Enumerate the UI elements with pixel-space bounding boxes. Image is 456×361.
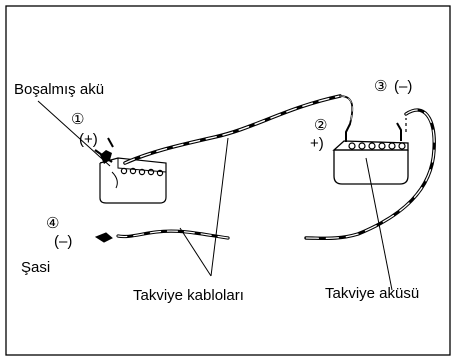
step-1-sign: (+) — [79, 131, 98, 148]
step-3-marker: ③ — [374, 78, 387, 95]
step-4-marker: ④ — [46, 215, 59, 232]
step-2-sign: +) — [310, 135, 324, 152]
discharged-battery-label: Boşalmış akü — [14, 81, 104, 98]
step-2-marker: ② — [314, 117, 327, 134]
step-3-sign: (–) — [394, 78, 412, 95]
positive-jumper-cable — [123, 94, 354, 165]
booster-battery — [332, 118, 409, 185]
negative-jumper-cable — [94, 108, 436, 243]
discharged-battery-leader — [37, 100, 111, 167]
step-1-marker: ① — [71, 111, 84, 128]
diagram-frame — [5, 5, 451, 356]
jumper-cables-leader-2 — [179, 227, 212, 277]
jumper-cables-leader-1 — [210, 137, 229, 277]
step-4-sign: (–) — [54, 233, 72, 250]
chassis-label: Şasi — [21, 259, 50, 276]
jumper-cables-label: Takviye kabloları — [133, 287, 244, 304]
booster-battery-label: Takviye aküsü — [325, 285, 419, 302]
discharged-battery — [94, 137, 167, 204]
